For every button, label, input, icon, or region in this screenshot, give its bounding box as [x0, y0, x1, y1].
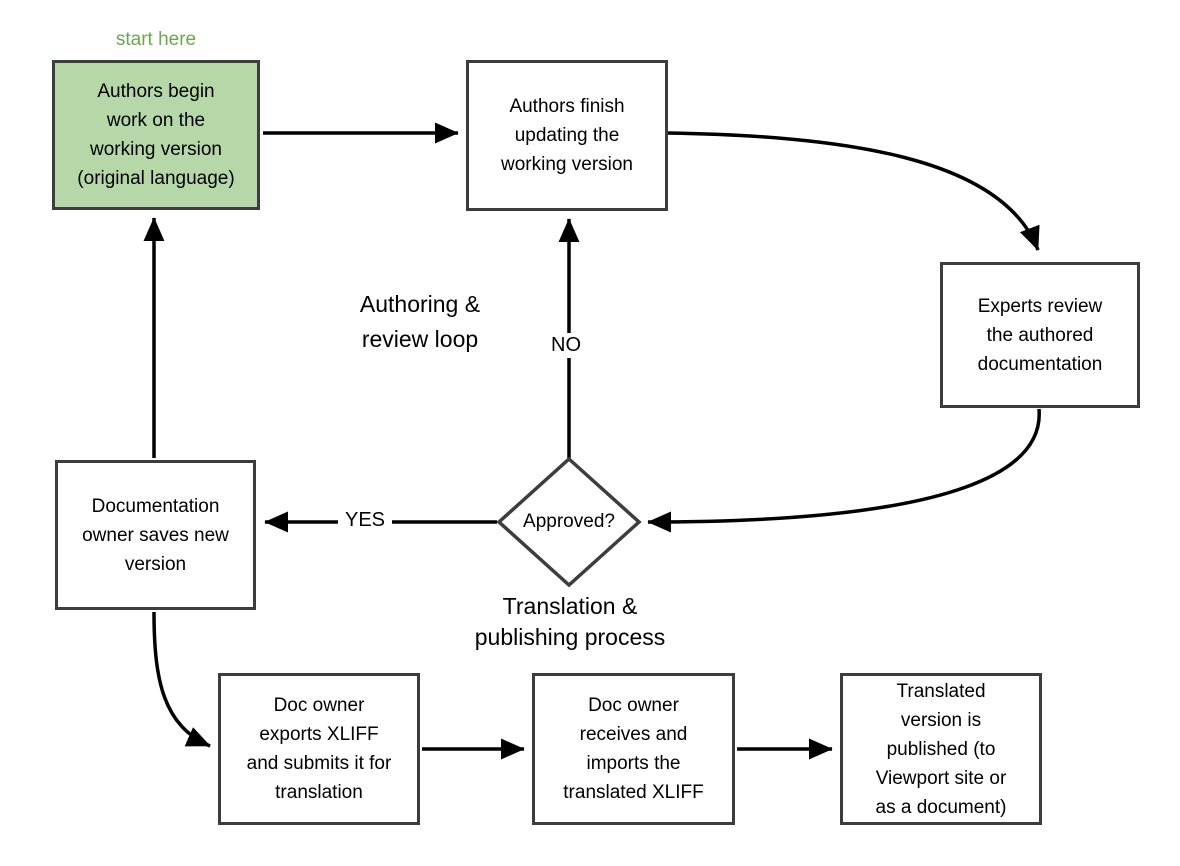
node-imports-xliff: Doc owner receives and imports the trans… [532, 673, 735, 825]
node-experts-review: Experts review the authored documentatio… [940, 262, 1140, 408]
arrow-finish-to-experts [667, 131, 1040, 251]
node-authors-begin-text: Authors begin work on the working versio… [77, 81, 235, 189]
start-here-label: start here [115, 29, 197, 50]
node-published: Translated version is published (to View… [840, 673, 1042, 825]
node-exports-xliff-text: Doc owner exports XLIFF and submits it f… [246, 695, 392, 803]
node-exports-xliff: Doc owner exports XLIFF and submits it f… [218, 673, 420, 825]
node-authors-begin: Authors begin work on the working versio… [52, 60, 260, 210]
node-experts-review-text: Experts review the authored documentatio… [977, 295, 1103, 375]
arrow-experts-to-approved [647, 408, 1041, 533]
node-published-text: Translated version is published (to View… [875, 680, 1007, 818]
edge-label-no: NO [544, 333, 588, 358]
translation-publishing-label: Translation & publishing process [474, 593, 666, 650]
edge-label-yes: YES [338, 508, 393, 533]
node-authors-finish-text: Authors finish updating the working vers… [501, 96, 633, 175]
node-imports-xliff-text: Doc owner receives and imports the trans… [563, 695, 704, 803]
arrow-saves-to-exports [152, 611, 211, 748]
node-owner-saves-text: Documentation owner saves new version [82, 495, 229, 575]
authoring-review-loop-label: Authoring & review loop [359, 291, 481, 352]
node-owner-saves: Documentation owner saves new version [55, 460, 256, 610]
node-approved-text: Approved? [523, 511, 615, 532]
decision-diamond-approved [496, 456, 642, 588]
node-authors-finish: Authors finish updating the working vers… [466, 60, 668, 211]
